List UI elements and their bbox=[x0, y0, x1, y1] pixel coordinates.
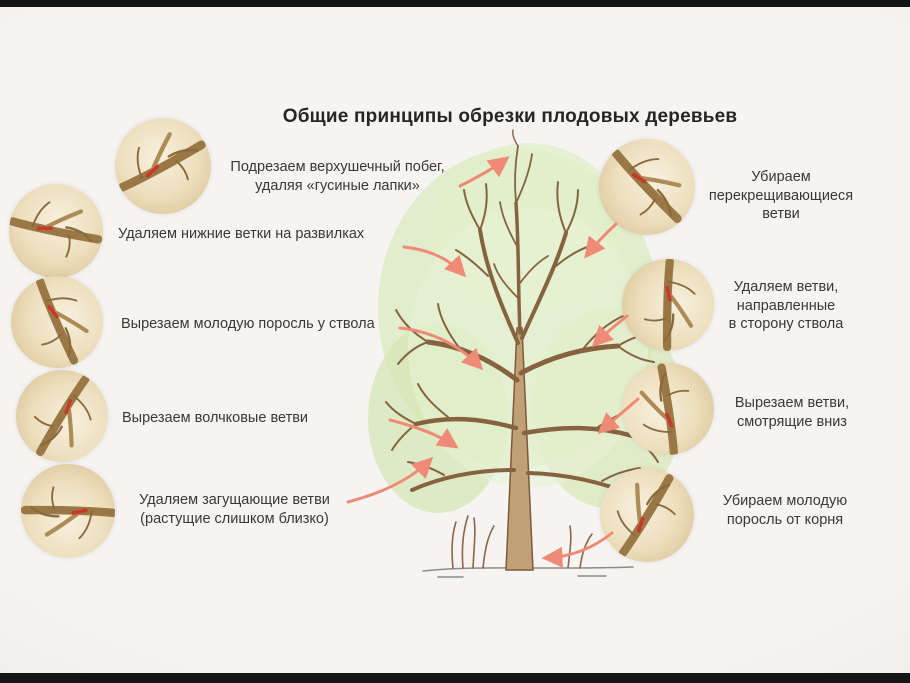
circle-crowding-branches bbox=[21, 464, 115, 558]
branch-sketch-icon bbox=[11, 276, 103, 368]
branch-sketch-icon bbox=[622, 363, 714, 455]
branch-sketch-icon bbox=[9, 184, 103, 278]
circle-lower-fork-branches bbox=[9, 184, 103, 278]
callout-left-3-label: Вырезаем молодую поросль у ствола bbox=[121, 316, 375, 332]
callout-left-1-label: Подрезаем верхушечный побег, удаляя «гус… bbox=[230, 159, 445, 194]
branch-sketch-icon bbox=[16, 370, 108, 462]
circle-young-shoots-trunk bbox=[11, 276, 103, 368]
letterbox-top bbox=[0, 0, 910, 7]
callout-right-3-label: Вырезаем ветви, смотрящие вниз bbox=[734, 395, 850, 430]
branch-sketch-icon bbox=[599, 139, 695, 235]
page-title: Общие принципы обрезки плодовых деревьев bbox=[282, 106, 738, 127]
callout-left-4-label: Вырезаем волчковые ветви bbox=[122, 410, 309, 426]
circle-root-suckers bbox=[600, 468, 694, 562]
trunk bbox=[505, 327, 534, 571]
circle-crossing-branches bbox=[599, 139, 695, 235]
branch-sketch-icon bbox=[21, 464, 115, 558]
circle-downward-branches bbox=[622, 363, 714, 455]
callout-left-5-label: Удаляем загущающие ветви (растущие слишк… bbox=[139, 492, 330, 527]
circle-top-shoot-pruning bbox=[115, 118, 211, 214]
root-suckers bbox=[451, 515, 593, 569]
callout-right-2-label: Удаляем ветви, направленные в сторону ст… bbox=[728, 279, 844, 332]
branch-sketch-icon bbox=[115, 118, 211, 214]
callout-left-2-label: Удаляем нижние ветки на развилках bbox=[118, 226, 365, 242]
letterbox-bottom bbox=[0, 673, 910, 683]
callout-right-4-label: Убираем молодую поросль от корня bbox=[722, 493, 848, 528]
callout-right-1-label: Убираем перекрещивающиеся ветви bbox=[708, 169, 854, 222]
circle-water-sprouts bbox=[16, 370, 108, 462]
branch-sketch-icon bbox=[600, 468, 694, 562]
